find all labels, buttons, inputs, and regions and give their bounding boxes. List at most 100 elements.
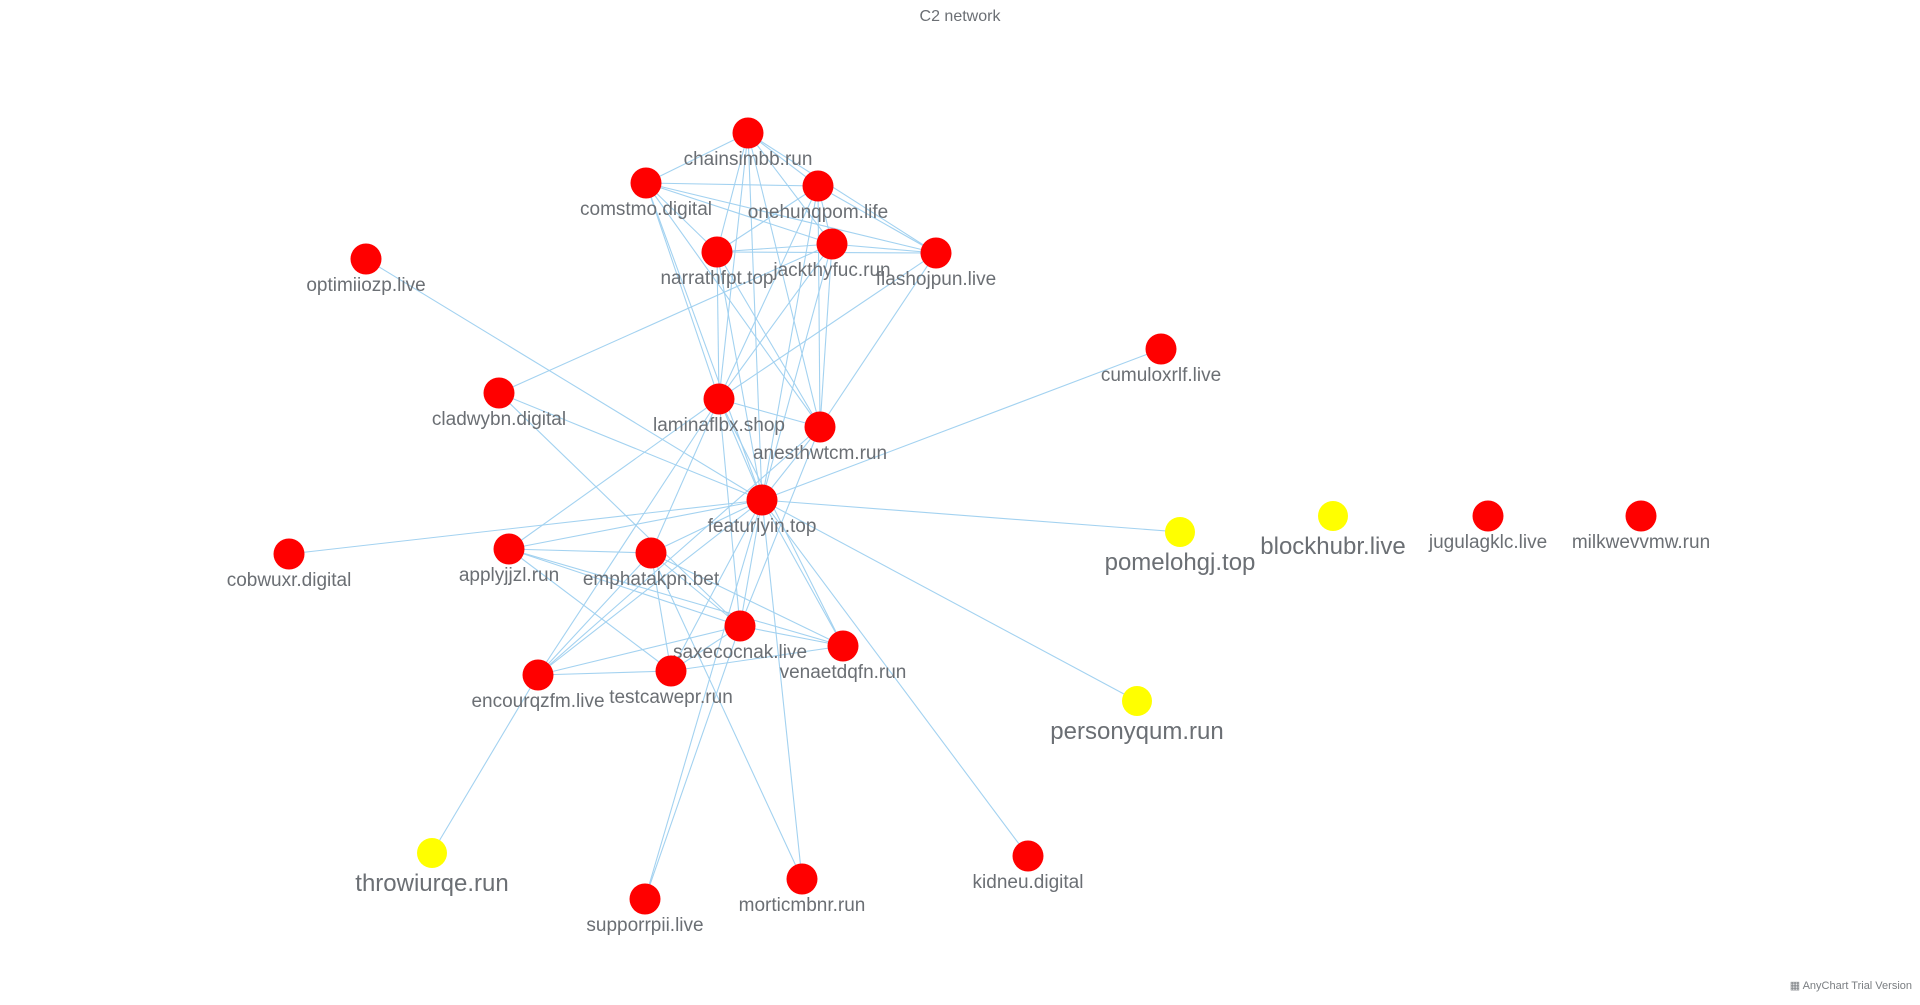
- node-marker[interactable]: [701, 236, 733, 268]
- node-label: laminaflbx.shop: [653, 415, 785, 436]
- node-marker[interactable]: [350, 243, 382, 275]
- edge-narrathfpt.top-anesthwtcm.run: [716, 251, 821, 428]
- edge-applyjjzl.run-emphatakpn.bet: [508, 548, 652, 554]
- node-label: kidneu.digital: [973, 872, 1084, 893]
- node-marker[interactable]: [802, 170, 834, 202]
- node-featurlyin.top[interactable]: featurlyin.top: [708, 484, 817, 538]
- node-layer: chainsimbb.run comstmo.digital onehunqpom.…: [227, 117, 1710, 937]
- edge-saxecocnak.live-encourqzfm.live: [537, 625, 741, 676]
- node-cumuloxrlf.live[interactable]: cumuloxrlf.live: [1101, 333, 1221, 387]
- edge-narrathfpt.top-jackthyfuc.run: [716, 243, 833, 253]
- node-marker[interactable]: [786, 863, 818, 895]
- edge-jackthyfuc.run-flashojpun.live: [831, 243, 937, 254]
- node-marker[interactable]: [1012, 840, 1044, 872]
- edge-onehunqpom.life-narrathfpt.top: [716, 185, 819, 253]
- node-marker[interactable]: [522, 659, 554, 691]
- edge-cladwybn.digital-saxecocnak.live: [498, 392, 741, 627]
- node-emphatakpn.bet[interactable]: emphatakpn.bet: [583, 537, 720, 591]
- edge-cladwybn.digital-featurlyin.top: [498, 392, 763, 501]
- node-morticmbnr.run[interactable]: morticmbnr.run: [739, 863, 866, 917]
- node-pomelohgj.top[interactable]: pomelohgj.top: [1105, 517, 1256, 576]
- node-marker[interactable]: [273, 538, 305, 570]
- node-marker[interactable]: [655, 655, 687, 687]
- node-jackthyfuc.run[interactable]: jackthyfuc.run: [772, 228, 891, 282]
- edge-laminaflbx.shop-anesthwtcm.run: [718, 398, 821, 428]
- edge-anesthwtcm.run-encourqzfm.live: [537, 426, 821, 676]
- edge-chainsimbb.run-anesthwtcm.run: [747, 132, 821, 428]
- edge-featurlyin.top-venaetdqfn.run: [761, 499, 844, 647]
- node-label: encourqzfm.live: [471, 691, 604, 712]
- node-marker[interactable]: [629, 883, 661, 915]
- node-marker[interactable]: [804, 411, 836, 443]
- node-marker[interactable]: [816, 228, 848, 260]
- edge-flashojpun.live-anesthwtcm.run: [819, 252, 937, 428]
- node-jugulagklc.live[interactable]: jugulagklc.live: [1428, 500, 1547, 554]
- node-marker[interactable]: [827, 630, 859, 662]
- edge-comstmo.digital-narrathfpt.top: [645, 182, 718, 253]
- node-marker[interactable]: [635, 537, 667, 569]
- node-label: narrathfpt.top: [660, 268, 773, 289]
- edge-featurlyin.top-testcawepr.run: [670, 499, 763, 672]
- edge-laminaflbx.shop-emphatakpn.bet: [650, 398, 720, 554]
- edge-cladwybn.digital-jackthyfuc.run: [498, 243, 833, 394]
- node-flashojpun.live[interactable]: flashojpun.live: [876, 237, 996, 291]
- node-laminaflbx.shop[interactable]: laminaflbx.shop: [653, 383, 785, 437]
- edge-layer: [288, 132, 1181, 900]
- edge-comstmo.digital-anesthwtcm.run: [645, 182, 821, 428]
- node-narrathfpt.top[interactable]: narrathfpt.top: [660, 236, 774, 290]
- node-marker[interactable]: [732, 117, 764, 149]
- node-marker[interactable]: [920, 237, 952, 269]
- edge-jackthyfuc.run-anesthwtcm.run: [819, 243, 833, 428]
- node-marker[interactable]: [1145, 333, 1177, 365]
- edge-comstmo.digital-laminaflbx.shop: [645, 182, 720, 400]
- node-throwiurqe.run[interactable]: throwiurqe.run: [355, 838, 509, 897]
- edge-comstmo.digital-featurlyin.top: [645, 182, 763, 501]
- node-marker[interactable]: [1122, 686, 1152, 716]
- credit-text: AnyChart Trial Version: [1802, 980, 1912, 992]
- node-marker[interactable]: [1472, 500, 1504, 532]
- node-blockhubr.live[interactable]: blockhubr.live: [1260, 501, 1406, 560]
- node-marker[interactable]: [417, 838, 447, 868]
- node-cobwuxr.digital[interactable]: cobwuxr.digital: [227, 538, 352, 592]
- node-marker[interactable]: [483, 377, 515, 409]
- node-personyqum.run[interactable]: personyqum.run: [1050, 686, 1224, 745]
- node-marker[interactable]: [724, 610, 756, 642]
- node-marker[interactable]: [746, 484, 778, 516]
- chart-title: C2 network: [919, 8, 1001, 25]
- edge-saxecocnak.live-supporrpii.live: [644, 625, 741, 900]
- node-label: pomelohgj.top: [1105, 549, 1256, 576]
- node-supporrpii.live[interactable]: supporrpii.live: [586, 883, 704, 937]
- edge-featurlyin.top-applyjjzl.run: [508, 499, 763, 550]
- node-marker[interactable]: [630, 167, 662, 199]
- edge-comstmo.digital-jackthyfuc.run: [645, 182, 833, 245]
- node-applyjjzl.run[interactable]: applyjjzl.run: [459, 533, 559, 587]
- node-kidneu.digital[interactable]: kidneu.digital: [973, 840, 1084, 894]
- node-marker[interactable]: [703, 383, 735, 415]
- node-label: comstmo.digital: [580, 199, 712, 220]
- edge-featurlyin.top-saxecocnak.live: [739, 499, 763, 627]
- node-testcawepr.run[interactable]: testcawepr.run: [609, 655, 733, 709]
- node-cladwybn.digital[interactable]: cladwybn.digital: [432, 377, 566, 431]
- node-label: testcawepr.run: [609, 687, 733, 708]
- node-marker[interactable]: [493, 533, 525, 565]
- node-marker[interactable]: [1625, 500, 1657, 532]
- node-encourqzfm.live[interactable]: encourqzfm.live: [471, 659, 605, 713]
- edge-applyjjzl.run-venaetdqfn.run: [508, 548, 844, 647]
- node-marker[interactable]: [1318, 501, 1348, 531]
- node-comstmo.digital[interactable]: comstmo.digital: [580, 167, 712, 221]
- node-venaetdqfn.run[interactable]: venaetdqfn.run: [780, 630, 907, 684]
- edge-flashojpun.live-laminaflbx.shop: [718, 252, 937, 400]
- node-milkwevvmw.run[interactable]: milkwevvmw.run: [1572, 500, 1710, 554]
- node-marker[interactable]: [1165, 517, 1195, 547]
- node-label: featurlyin.top: [708, 516, 817, 537]
- edge-cumuloxrlf.live-featurlyin.top: [761, 348, 1162, 501]
- node-chainsimbb.run[interactable]: chainsimbb.run: [684, 117, 813, 171]
- node-anesthwtcm.run[interactable]: anesthwtcm.run: [753, 411, 887, 465]
- node-onehunqpom.life[interactable]: onehunqpom.life: [748, 170, 889, 224]
- node-saxecocnak.live[interactable]: saxecocnak.live: [673, 610, 807, 664]
- node-optimiiozp.live[interactable]: optimiiozp.live: [306, 243, 426, 297]
- edge-laminaflbx.shop-featurlyin.top: [718, 398, 763, 501]
- trial-credit[interactable]: ▦ AnyChart Trial Version: [1790, 979, 1912, 992]
